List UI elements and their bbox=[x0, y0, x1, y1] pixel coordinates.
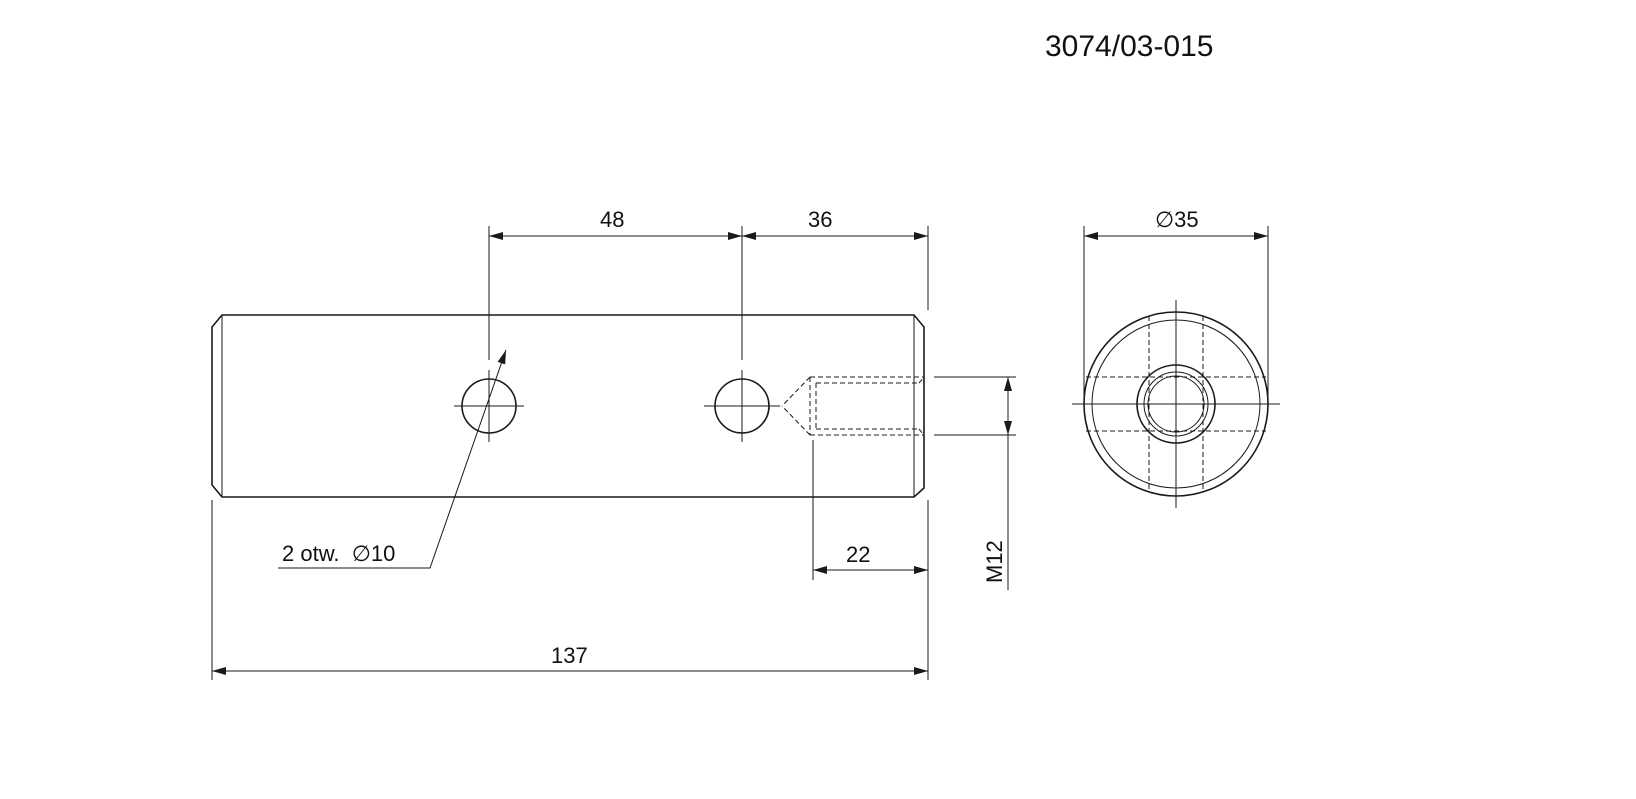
end-view: ∅35 bbox=[1072, 207, 1280, 508]
dim-text-137: 137 bbox=[551, 643, 588, 668]
dim-text-22: 22 bbox=[846, 542, 870, 567]
threaded-bore-hidden bbox=[781, 376, 925, 436]
drawing-number: 3074/03-015 bbox=[1045, 30, 1214, 63]
dim-text-48: 48 bbox=[600, 207, 624, 232]
dim-text-dia35: ∅35 bbox=[1155, 207, 1199, 232]
hole-note-text: 2 otw. ∅10 bbox=[282, 541, 395, 566]
hole-note-leader bbox=[278, 349, 507, 569]
dim-text-m12: M12 bbox=[982, 540, 1007, 583]
pin-body-outline bbox=[211, 314, 925, 498]
side-view: 48 36 22 137 M12 2 otw. ∅10 bbox=[211, 207, 1016, 680]
dim-text-36: 36 bbox=[808, 207, 832, 232]
